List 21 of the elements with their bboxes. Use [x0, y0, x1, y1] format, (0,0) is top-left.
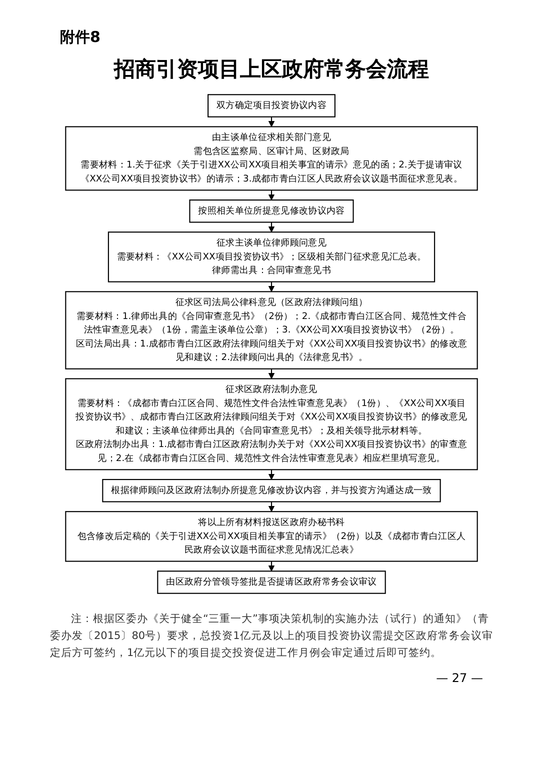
arrow	[268, 561, 275, 572]
node-box: 将以上所有材料报送区政府办秘书科 包含修改后定稿的《关于引进XX公司XX项目相关事宜的请示》（2份）以及《成都市青白江区人民政府会议议题书面征求意见情况汇总表》	[65, 511, 478, 562]
arrow	[268, 116, 275, 127]
node-box: 双方确定项目投资协议内容	[208, 94, 336, 118]
page-number: — 27 —	[435, 671, 483, 686]
arrow	[268, 368, 275, 379]
node-box: 由主谈单位征求相关部门意见 需包含区监察局、区审计局、区财政局 需要材料：1.关于征求《关于引进XX公司XX项目相关事宜的请示》意见的函；2.关于提请审议《XX公司XX项目投资协议书》的请示；3.成都市青白江区人民政府会议议题书面征求意见表。	[65, 126, 478, 191]
arrow	[268, 470, 275, 480]
node-box: 根据律师顾问及区政府法制办所提意见修改协议内容，并与投资方沟通达成一致	[102, 479, 441, 502]
node-box: 征求区政府法制办意见 需要材料：《成都市青白江区合同、规范性文件合法性审查意见表》（1份）、《XX公司XX项目投资协议书》、成都市青白江区政府法律顾问组关于对《XX公司XX项目投资协议书》的修改意见和建议；主谈单位律师出具的《合同审查意见书》；及相关领导批示材料等。 区政府法制办出具：1.成都市青白江区政府法制办关于对《XX公司XX项目投资协议书》的审查意见；2.在《成都市青白江区合同、规范性文件合法性审查意见表》相应栏里填写意见。	[65, 378, 478, 470]
node-box: 征求主谈单位律师顾问意见 需要材料：《XX公司XX项目投资协议书》；区级相关部门征求意见汇总表。 律师需出具：合同审查意见书	[108, 232, 436, 282]
arrow	[268, 190, 275, 200]
node-box: 按照相关单位所提意见修改协议内容	[189, 200, 354, 223]
node-box: 征求区司法局公律科意见（区政府法律顾问组） 需要材料：1.律师出具的《合同审查意见书》（2份）；2.《成都市青白江区合同、规范性文件合法性审查意见表》（1份，需盖主谈单位公章）；3.《XX公司XX项目投资协议书》（2份）。 区司法局出具：1.成都市青白江区政府法律顾问组关于对《XX公司XX项目投资协议书》的修改意见和建议；2.法律顾问出具的《法律意见书》。	[65, 291, 478, 370]
arrow	[268, 502, 275, 512]
title: 招商引资项目上区政府常务会流程	[112, 55, 430, 83]
arrow	[268, 222, 275, 232]
arrow	[268, 282, 275, 292]
attachment-label: 附件8	[60, 28, 102, 47]
node-box: 由区政府分管领导签批是否提请区政府常务会议审议	[157, 570, 386, 594]
footnote: 注：根据区委办《关于健全“三重一大”事项决策机制的实施办法（试行）的通知》（青委办发〔2015〕80号）要求，总投资1亿元及以上的项目投资协议需提交区政府常务会议审定后方可签约，1亿元以下的项目提交投资促进工作月例会审定通过后即可签约。	[50, 612, 493, 661]
